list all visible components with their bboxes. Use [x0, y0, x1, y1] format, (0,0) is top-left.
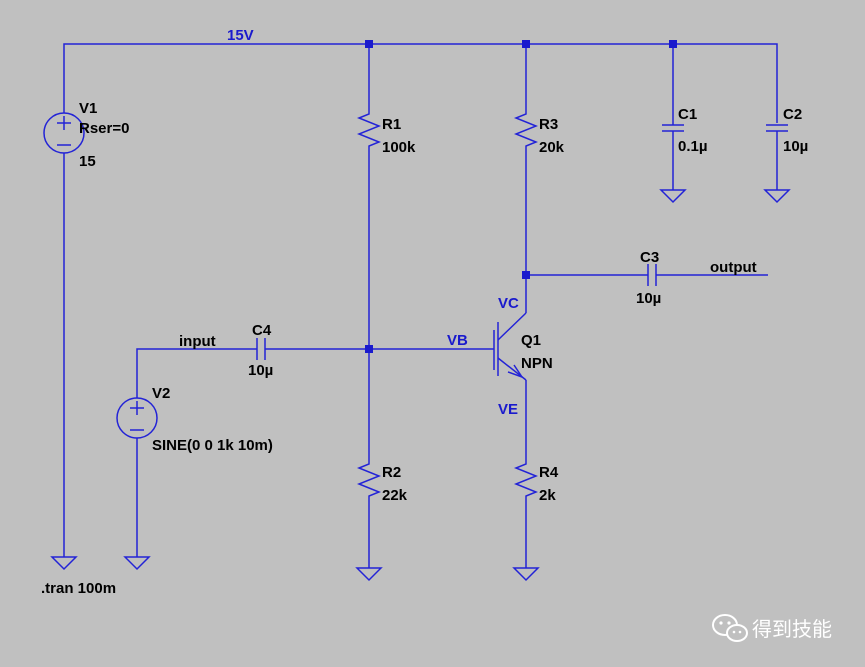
capacitor-c3[interactable] [647, 264, 657, 286]
wechat-icon [712, 614, 748, 642]
ground-symbols [50, 189, 791, 582]
voltage-source-v1[interactable] [43, 112, 85, 154]
c4-name: C4 [252, 322, 272, 339]
r4-value: 2k [539, 487, 556, 504]
resistor-r3[interactable] [513, 108, 539, 158]
wires [63, 43, 778, 568]
c2-name: C2 [783, 106, 802, 123]
wire-supply-rail [63, 43, 778, 123]
r1-value: 100k [382, 139, 416, 156]
capacitor-c1[interactable] [662, 124, 684, 132]
ground-icon [659, 189, 687, 204]
ground-icon [123, 556, 151, 571]
r1-name: R1 [382, 116, 401, 133]
junction-dot [365, 40, 373, 48]
c1-value: 0.1µ [678, 138, 708, 155]
watermark: 得到技能 [712, 614, 832, 642]
junctions [365, 40, 677, 353]
net-label-supply: 15V [227, 27, 254, 44]
v1-value: 15 [79, 153, 96, 170]
r4-name: R4 [539, 464, 559, 481]
junction-dot [365, 345, 373, 353]
resistor-r1[interactable] [356, 108, 382, 158]
net-label-emitter: VE [498, 401, 518, 418]
ground-icon [50, 556, 78, 571]
c3-value: 10µ [636, 290, 661, 307]
net-label-collector: VC [498, 295, 519, 312]
junction-dot [522, 40, 530, 48]
r2-value: 22k [382, 487, 408, 504]
v1-name: V1 [79, 100, 97, 117]
c3-name: C3 [640, 249, 659, 266]
v2-name: V2 [152, 385, 170, 402]
wire-input [136, 348, 257, 398]
voltage-source-v2[interactable] [116, 397, 158, 439]
c1-name: C1 [678, 106, 697, 123]
junction-dot [669, 40, 677, 48]
r2-name: R2 [382, 464, 401, 481]
r3-name: R3 [539, 116, 558, 133]
ground-icon [355, 567, 383, 582]
resistor-r4[interactable] [513, 458, 539, 508]
net-label-base: VB [447, 332, 468, 349]
q1-value: NPN [521, 355, 553, 372]
v2-value: SINE(0 0 1k 10m) [152, 437, 273, 454]
c2-value: 10µ [783, 138, 808, 155]
ground-icon [512, 567, 540, 582]
r3-value: 20k [539, 139, 565, 156]
c4-value: 10µ [248, 362, 273, 379]
watermark-text: 得到技能 [752, 617, 832, 641]
transistor-q1[interactable] [493, 312, 527, 381]
v1-param: Rser=0 [79, 120, 129, 137]
net-label-output: output [710, 259, 757, 276]
spice-directive[interactable]: .tran 100m [41, 580, 116, 597]
capacitor-c4[interactable] [256, 338, 266, 360]
q1-name: Q1 [521, 332, 541, 349]
capacitor-c2[interactable] [766, 124, 788, 132]
resistor-r2[interactable] [356, 458, 382, 508]
junction-dot [522, 271, 530, 279]
ground-icon [763, 189, 791, 204]
net-label-input: input [179, 333, 216, 350]
